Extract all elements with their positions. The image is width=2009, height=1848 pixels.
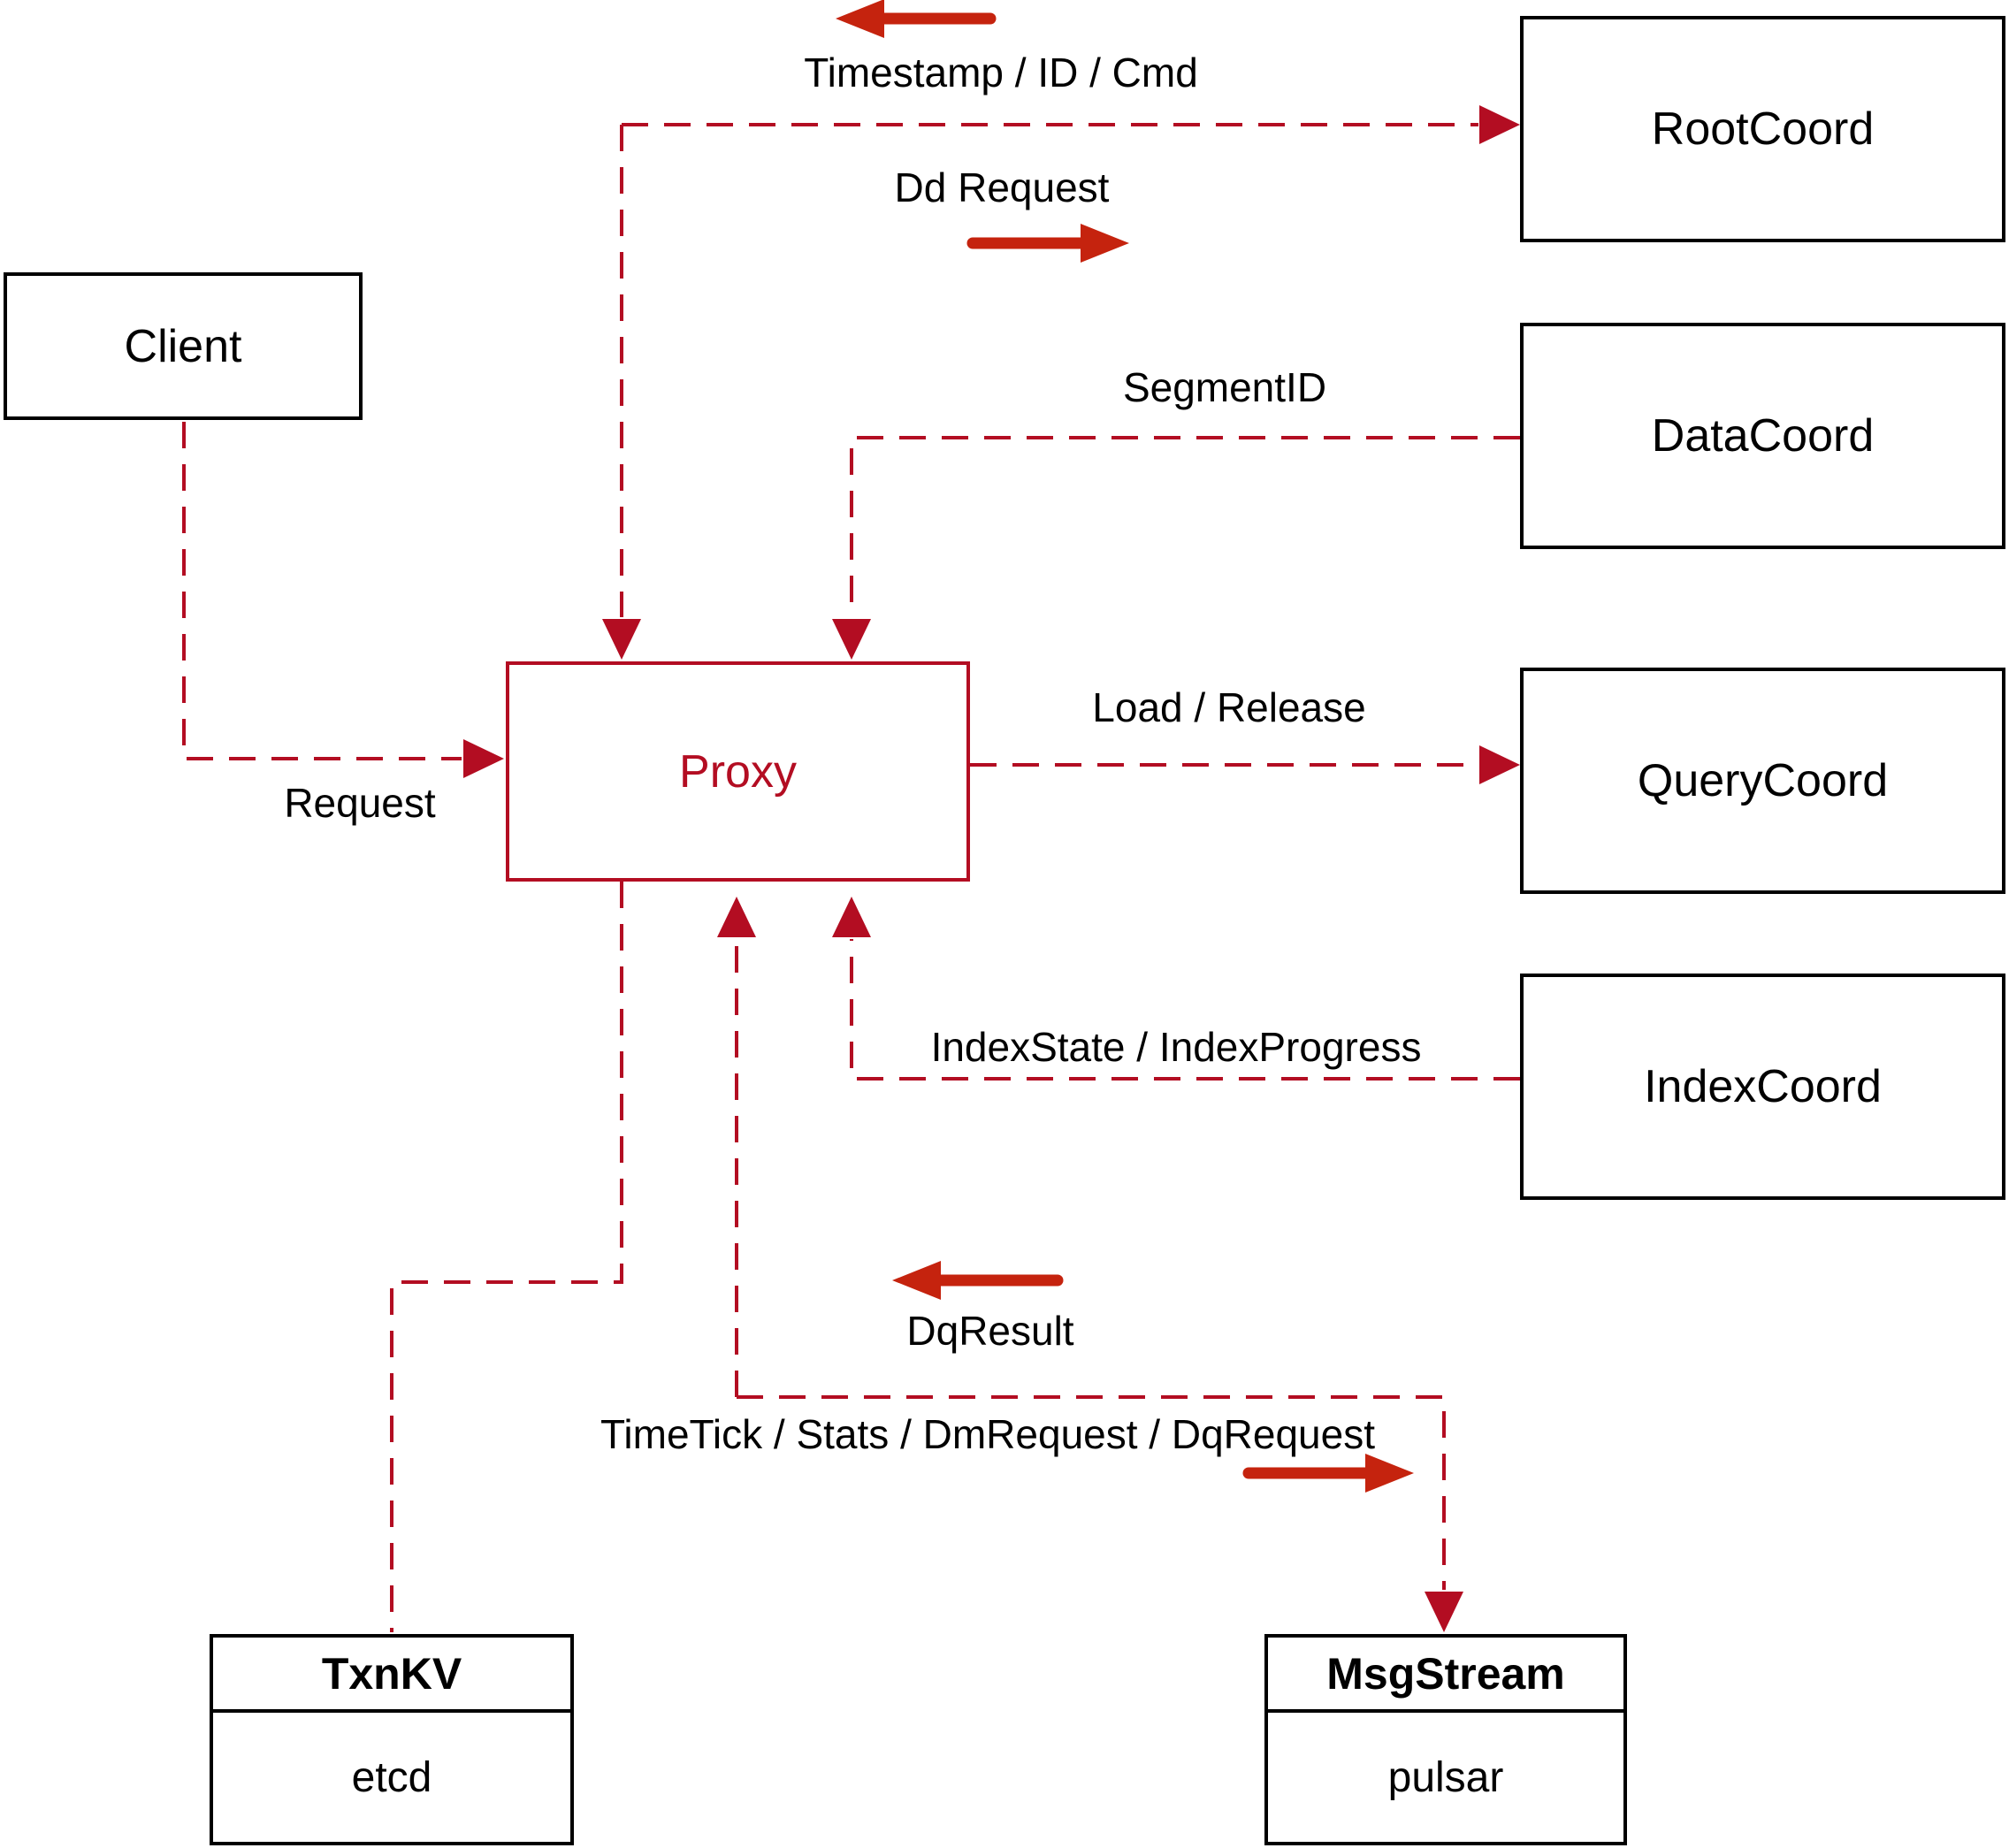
edge-proxy-querycoord [970,745,1520,784]
node-msgstream: MsgStream pulsar [1264,1634,1627,1845]
node-txnkv-title: TxnKV [213,1638,570,1713]
node-client-label: Client [124,320,242,372]
node-txnkv: TxnKV etcd [210,1634,574,1845]
node-proxy-label: Proxy [679,745,797,798]
node-txnkv-subtitle: etcd [351,1753,432,1801]
edge-label-segment-id: SegmentID [1122,364,1327,410]
edge-datacoord-proxy [832,436,1520,660]
edge-label-index-state: IndexState / IndexProgress [930,1024,1422,1070]
arrow-timestamp-left-icon [836,0,997,38]
edge-proxy-rootcoord [602,105,1520,660]
node-datacoord-label: DataCoord [1651,410,1875,462]
edge-label-timestamp: Timestamp / ID / Cmd [804,50,1198,95]
node-rootcoord: RootCoord [1520,16,2005,242]
arrow-dq-result-left-icon [892,1261,1064,1300]
node-client: Client [4,272,363,420]
node-msgstream-subtitle: pulsar [1387,1753,1504,1801]
edge-proxy-msgstream [717,897,1463,1632]
edge-proxy-txnkv [390,882,623,1632]
node-indexcoord-label: IndexCoord [1644,1061,1882,1112]
node-msgstream-title: MsgStream [1268,1638,1623,1713]
node-indexcoord: IndexCoord [1520,974,2005,1200]
node-querycoord: QueryCoord [1520,668,2005,894]
edge-label-load-release: Load / Release [1092,684,1366,730]
edge-indexcoord-proxy [832,897,1520,1081]
edge-label-request: Request [284,780,436,826]
edge-client-proxy [182,422,504,778]
edge-label-time-tick: TimeTick / Stats / DmRequest / DqRequest [600,1411,1375,1457]
edge-label-dd-request: Dd Request [894,164,1110,210]
node-proxy: Proxy [506,661,970,882]
edge-label-dq-result: DqResult [906,1308,1074,1354]
node-rootcoord-label: RootCoord [1651,103,1875,155]
node-datacoord: DataCoord [1520,323,2005,549]
arrow-time-tick-right-icon [1242,1454,1414,1493]
arrow-dd-request-right-icon [966,224,1129,263]
node-querycoord-label: QueryCoord [1637,755,1889,806]
